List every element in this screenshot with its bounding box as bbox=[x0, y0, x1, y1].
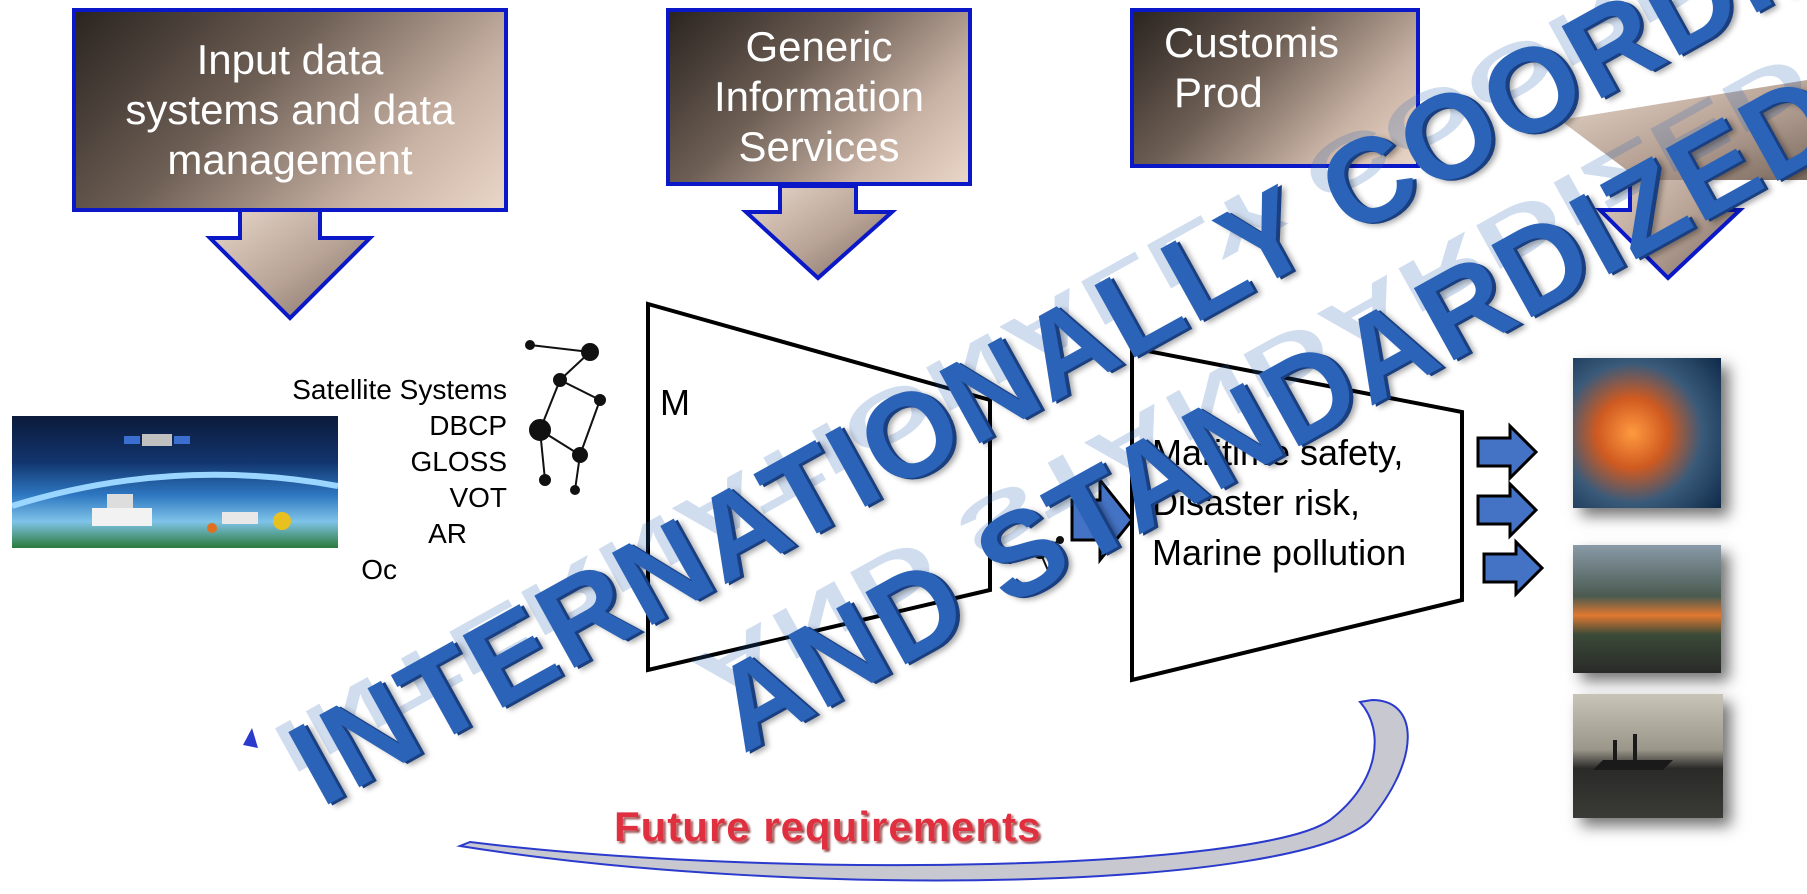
header-line: systems and data bbox=[125, 86, 455, 133]
ship-photo bbox=[1573, 694, 1723, 818]
arrow-out-3 bbox=[1482, 538, 1545, 598]
service-item: Maritime safety, bbox=[1152, 432, 1404, 473]
coral-reef-photo bbox=[1573, 358, 1721, 508]
system-item: Satellite Systems bbox=[292, 374, 507, 405]
future-requirements-label: Future requirements bbox=[614, 803, 1042, 850]
ship-silhouette bbox=[1593, 734, 1673, 770]
header-line: Information bbox=[713, 73, 925, 120]
system-item: DBCP bbox=[429, 410, 507, 441]
header-line: management bbox=[167, 136, 413, 183]
header-line: Customis bbox=[1164, 19, 1340, 66]
arrow-out-1 bbox=[1476, 422, 1539, 482]
header-line: Services bbox=[738, 123, 900, 170]
service-item: Disaster risk, bbox=[1152, 482, 1361, 523]
network-graphic-left bbox=[525, 340, 606, 495]
header-swoosh bbox=[1560, 80, 1807, 180]
system-item: GLOSS bbox=[410, 446, 507, 477]
header-customised-products: Customis Prod bbox=[1130, 8, 1420, 168]
feedback-curve bbox=[456, 698, 1409, 882]
services-funnel-shape bbox=[1130, 345, 1464, 683]
header-input-data: Input data systems and data management bbox=[72, 8, 508, 212]
fishing-crew-photo bbox=[1573, 545, 1721, 673]
middle-funnel-shape bbox=[646, 301, 992, 673]
network-graphic-right bbox=[1006, 536, 1064, 579]
header-line: Input data bbox=[196, 36, 384, 83]
curve-arrow-head bbox=[243, 728, 258, 748]
down-arrow-2 bbox=[740, 184, 898, 281]
services-list: Maritime safety, Disaster risk, Marine p… bbox=[1152, 428, 1406, 578]
service-item: Marine pollution bbox=[1152, 532, 1407, 573]
arrow-out-2 bbox=[1476, 480, 1539, 540]
system-item: Oc bbox=[361, 554, 397, 585]
middle-funnel-label: M bbox=[660, 382, 690, 423]
header-generic-info: Generic Information Services bbox=[666, 8, 972, 186]
system-item: VOT bbox=[449, 482, 507, 513]
observing-systems-list: Satellite Systems DBCP GLOSS VOT AR Oc bbox=[292, 372, 507, 588]
system-item: AR bbox=[428, 518, 467, 549]
satellite-scene bbox=[12, 434, 338, 533]
down-arrow-1 bbox=[205, 208, 375, 321]
header-line: Generic bbox=[745, 23, 893, 70]
observing-systems-image bbox=[12, 416, 338, 548]
arrow-into-services bbox=[1070, 475, 1134, 565]
header-line: Prod bbox=[1174, 69, 1263, 116]
